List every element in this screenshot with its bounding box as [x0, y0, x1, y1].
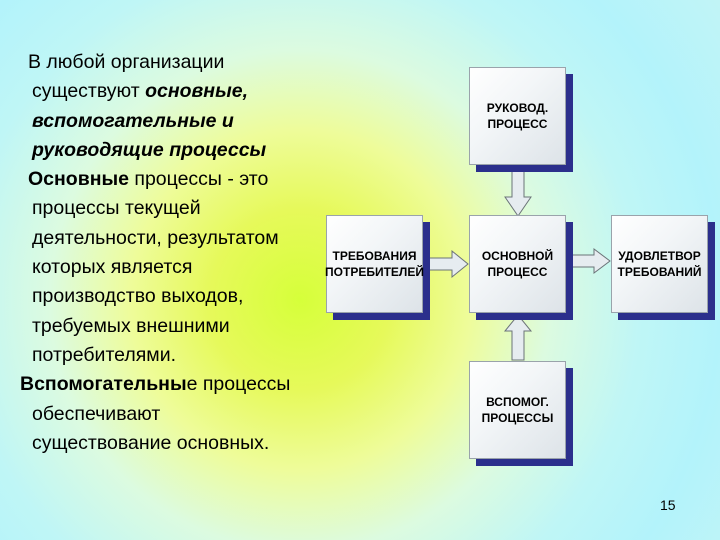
box-management-process: РУКОВОД. ПРОЦЕСС	[469, 67, 566, 165]
intro-line-3: вспомогательные и	[32, 109, 234, 132]
box-support-line-2: ПРОЦЕССЫ	[481, 411, 554, 425]
intro-line-2a: существуют	[32, 80, 146, 103]
box-requirements-line-2: ПОТРЕБИТЕЛЕЙ	[325, 265, 424, 279]
box-core-line-2: ПРОЦЕСС	[487, 265, 548, 279]
box-satisfaction-line-2: ТРЕБОВАНИЙ	[617, 265, 702, 279]
box-support-processes: ВСПОМОГ. ПРОЦЕССЫ	[469, 361, 566, 459]
core-line-3: деятельности, результатом	[32, 226, 279, 249]
arrow-support-to-core	[503, 314, 533, 361]
box-core-process: ОСНОВНОЙ ПРОЦЕСС	[469, 215, 566, 313]
box-requirements-line-1: ТРЕБОВАНИЯ	[332, 249, 417, 263]
box-requirements-satisfaction: УДОВЛЕТВОР ТРЕБОВАНИЙ	[611, 215, 708, 313]
support-line-2: обеспечивают	[32, 402, 161, 425]
box-customer-requirements: ТРЕБОВАНИЯ ПОТРЕБИТЕЛЕЙ	[325, 215, 424, 313]
support-line-1b: е процессы	[186, 373, 291, 396]
box-support-line-1: ВСПОМОГ.	[486, 395, 549, 409]
core-line-7: потребителями.	[32, 343, 177, 366]
core-line-4: которых является	[32, 256, 193, 279]
box-satisfaction-line-1: УДОВЛЕТВОР	[618, 249, 701, 263]
arrow-core-to-satisfaction	[569, 248, 611, 274]
support-line-3: существование основных.	[32, 431, 270, 454]
core-line-1b: процессы - это	[128, 168, 269, 191]
intro-line-4: руководящие процессы	[32, 138, 267, 161]
paragraph-core: Основные процессы - это процессы текущей…	[18, 165, 318, 370]
paragraph-support: Вспомогательные процессы обеспечивают су…	[18, 370, 318, 458]
slide-text: В любой организации существуют основные,…	[18, 48, 318, 458]
page-number: 15	[660, 497, 676, 513]
arrow-management-to-core	[504, 167, 532, 217]
paragraph-intro: В любой организации существуют основные,…	[18, 48, 318, 165]
core-line-6: требуемых внешними	[32, 314, 230, 337]
core-line-2: процессы текущей	[32, 197, 201, 220]
intro-line-2b: основные,	[145, 80, 248, 103]
box-core-line-1: ОСНОВНОЙ	[481, 249, 554, 263]
box-management-line-1: РУКОВОД.	[486, 101, 549, 115]
intro-line-1: В любой организации	[28, 51, 225, 73]
box-management-line-2: ПРОЦЕСС	[487, 117, 548, 131]
core-line-1a: Основные	[28, 168, 129, 191]
arrow-requirements-to-core	[427, 249, 469, 279]
support-line-1a: Вспомогательны	[20, 373, 187, 396]
core-line-5: производство выходов,	[32, 285, 244, 308]
